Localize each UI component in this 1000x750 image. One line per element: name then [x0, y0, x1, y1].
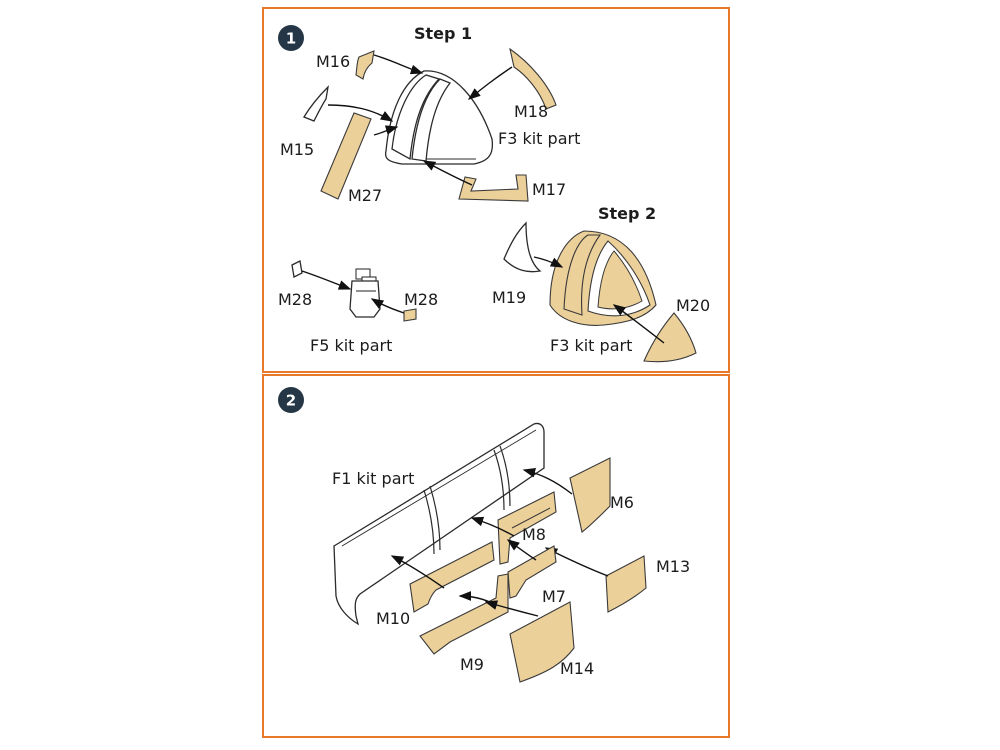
f3-canopy-clear [384, 70, 494, 165]
panel-2-diagram: 2 F1 kit part M6 M8 M13 M7 M10 M9 M14 [278, 387, 690, 683]
panel-step-2: 2 F1 kit part M6 M8 M13 M7 M10 M9 M14 [262, 374, 730, 738]
label-m9: M9 [460, 655, 484, 674]
label-m14: M14 [560, 659, 594, 678]
label-f1-kit-part: F1 kit part [332, 469, 414, 488]
mask-m6-shape [569, 457, 611, 533]
mask-m13-shape [605, 555, 647, 613]
mask-m14-shape [509, 601, 575, 683]
label-m8: M8 [522, 525, 546, 544]
f3-canopy-masked [549, 230, 657, 326]
panel-step-1: 1 Step 1 Step 2 M [262, 7, 730, 373]
mask-m28-right-shape [403, 308, 417, 322]
label-m15: M15 [280, 140, 314, 159]
mask-m8-shape [497, 491, 557, 565]
label-m20: M20 [676, 296, 710, 315]
mask-m28-left-shape [291, 260, 303, 278]
label-m18: M18 [514, 102, 548, 121]
label-m17: M17 [532, 180, 566, 199]
mask-m7-shape [507, 545, 557, 599]
panel-number: 2 [286, 392, 296, 410]
f5-kit-part [349, 268, 381, 318]
f1-kit-part-frame [333, 422, 545, 626]
step-2-title: Step 2 [598, 204, 656, 223]
label-m16: M16 [316, 52, 350, 71]
step-1-title: Step 1 [414, 24, 472, 43]
mask-m10-shape [409, 541, 495, 613]
mask-m16-shape [355, 50, 375, 80]
label-m6: M6 [610, 493, 634, 512]
panel-number-badge: 2 [278, 387, 304, 413]
label-m10: M10 [376, 609, 410, 628]
label-m28-right: M28 [404, 290, 438, 309]
mask-m17-shape [458, 174, 529, 202]
label-m13: M13 [656, 557, 690, 576]
label-f3-kit-part-step2: F3 kit part [550, 336, 632, 355]
label-f5-kit-part: F5 kit part [310, 336, 392, 355]
label-m7: M7 [542, 587, 566, 606]
label-m28-left: M28 [278, 290, 312, 309]
mask-m9-shape [419, 573, 509, 655]
mask-m18-shape [509, 47, 557, 110]
panel-number: 1 [286, 30, 296, 48]
mask-m15-shape [303, 85, 329, 122]
label-m19: M19 [492, 288, 526, 307]
label-f3-kit-part-step1: F3 kit part [498, 129, 580, 148]
mask-m19-shape [503, 221, 542, 273]
mask-m27-shape [320, 112, 372, 200]
panel-number-badge: 1 [278, 25, 304, 51]
label-m27: M27 [348, 186, 382, 205]
mask-m20-shape [643, 312, 697, 363]
panel-1-diagram: 1 Step 1 Step 2 M [278, 24, 710, 363]
